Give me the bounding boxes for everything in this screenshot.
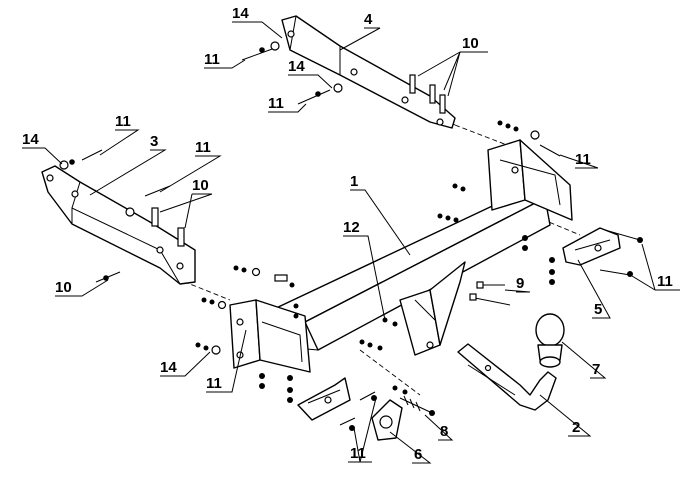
label-10: 10 — [462, 35, 479, 52]
label-11: 11 — [657, 273, 673, 290]
lower-left-plate — [297, 377, 351, 421]
label-11: 11 — [204, 51, 220, 68]
label-9: 9 — [516, 275, 524, 292]
part-4-upper-bracket — [281, 15, 456, 129]
label-8: 8 — [440, 423, 448, 440]
part-7-tow-ball — [535, 313, 565, 368]
label-12: 12 — [343, 219, 360, 236]
label-14: 14 — [22, 131, 39, 148]
label-1: 1 — [350, 173, 358, 190]
label-2: 2 — [572, 419, 580, 436]
label-11: 11 — [195, 139, 211, 156]
fasteners — [59, 41, 643, 431]
label-10: 10 — [55, 279, 72, 296]
part-8-spring-bolt — [399, 395, 435, 416]
label-14: 14 — [288, 58, 305, 75]
part-3-left-bracket — [41, 165, 196, 285]
label-10: 10 — [192, 177, 209, 194]
label-6: 6 — [414, 446, 422, 463]
label-11: 11 — [575, 151, 591, 168]
label-11: 11 — [268, 95, 284, 112]
label-5: 5 — [594, 301, 602, 318]
part-6-socket-plate — [371, 399, 403, 441]
part-9-bolts — [469, 281, 511, 306]
part-1-cross-beam — [229, 139, 573, 373]
label-11: 11 — [115, 113, 131, 130]
label-7: 7 — [592, 361, 600, 378]
label-4: 4 — [364, 11, 373, 28]
leader-lines — [22, 21, 680, 464]
label-11: 11 — [206, 375, 222, 392]
part-5-right-plate — [562, 227, 621, 266]
label-11: 11 — [350, 445, 366, 462]
label-14: 14 — [160, 359, 177, 376]
label-14: 14 — [232, 5, 249, 22]
label-3: 3 — [150, 133, 158, 150]
part-labels: 14 4 11 14 10 11 14 11 3 11 10 11 1 12 1… — [22, 5, 673, 463]
part-2-tow-neck — [457, 343, 557, 411]
